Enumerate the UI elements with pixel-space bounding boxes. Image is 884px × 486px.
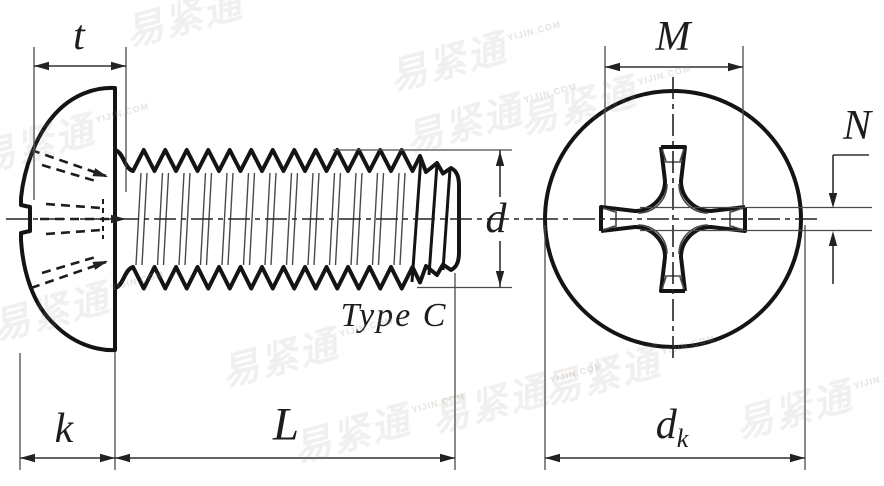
label-dk: dk	[656, 404, 689, 452]
dim-N	[832, 154, 869, 284]
label-t: t	[73, 13, 85, 59]
label-L: L	[272, 398, 300, 451]
label-dk-sub: k	[676, 424, 689, 454]
label-M: M	[655, 14, 691, 60]
label-dk-base: d	[655, 401, 677, 448]
label-k: k	[54, 406, 74, 452]
dimension-arrowheads	[20, 61, 838, 463]
screw-head-end-view	[536, 77, 820, 362]
dimension-lines	[20, 65, 869, 459]
phillips-recess-outer	[599, 145, 747, 293]
extension-lines	[19, 46, 872, 470]
label-N: N	[842, 103, 872, 149]
label-type-c: Type C	[340, 297, 448, 334]
screw-side-view	[6, 85, 533, 353]
label-d: d	[485, 196, 507, 242]
pan-head-outline	[19, 85, 117, 353]
